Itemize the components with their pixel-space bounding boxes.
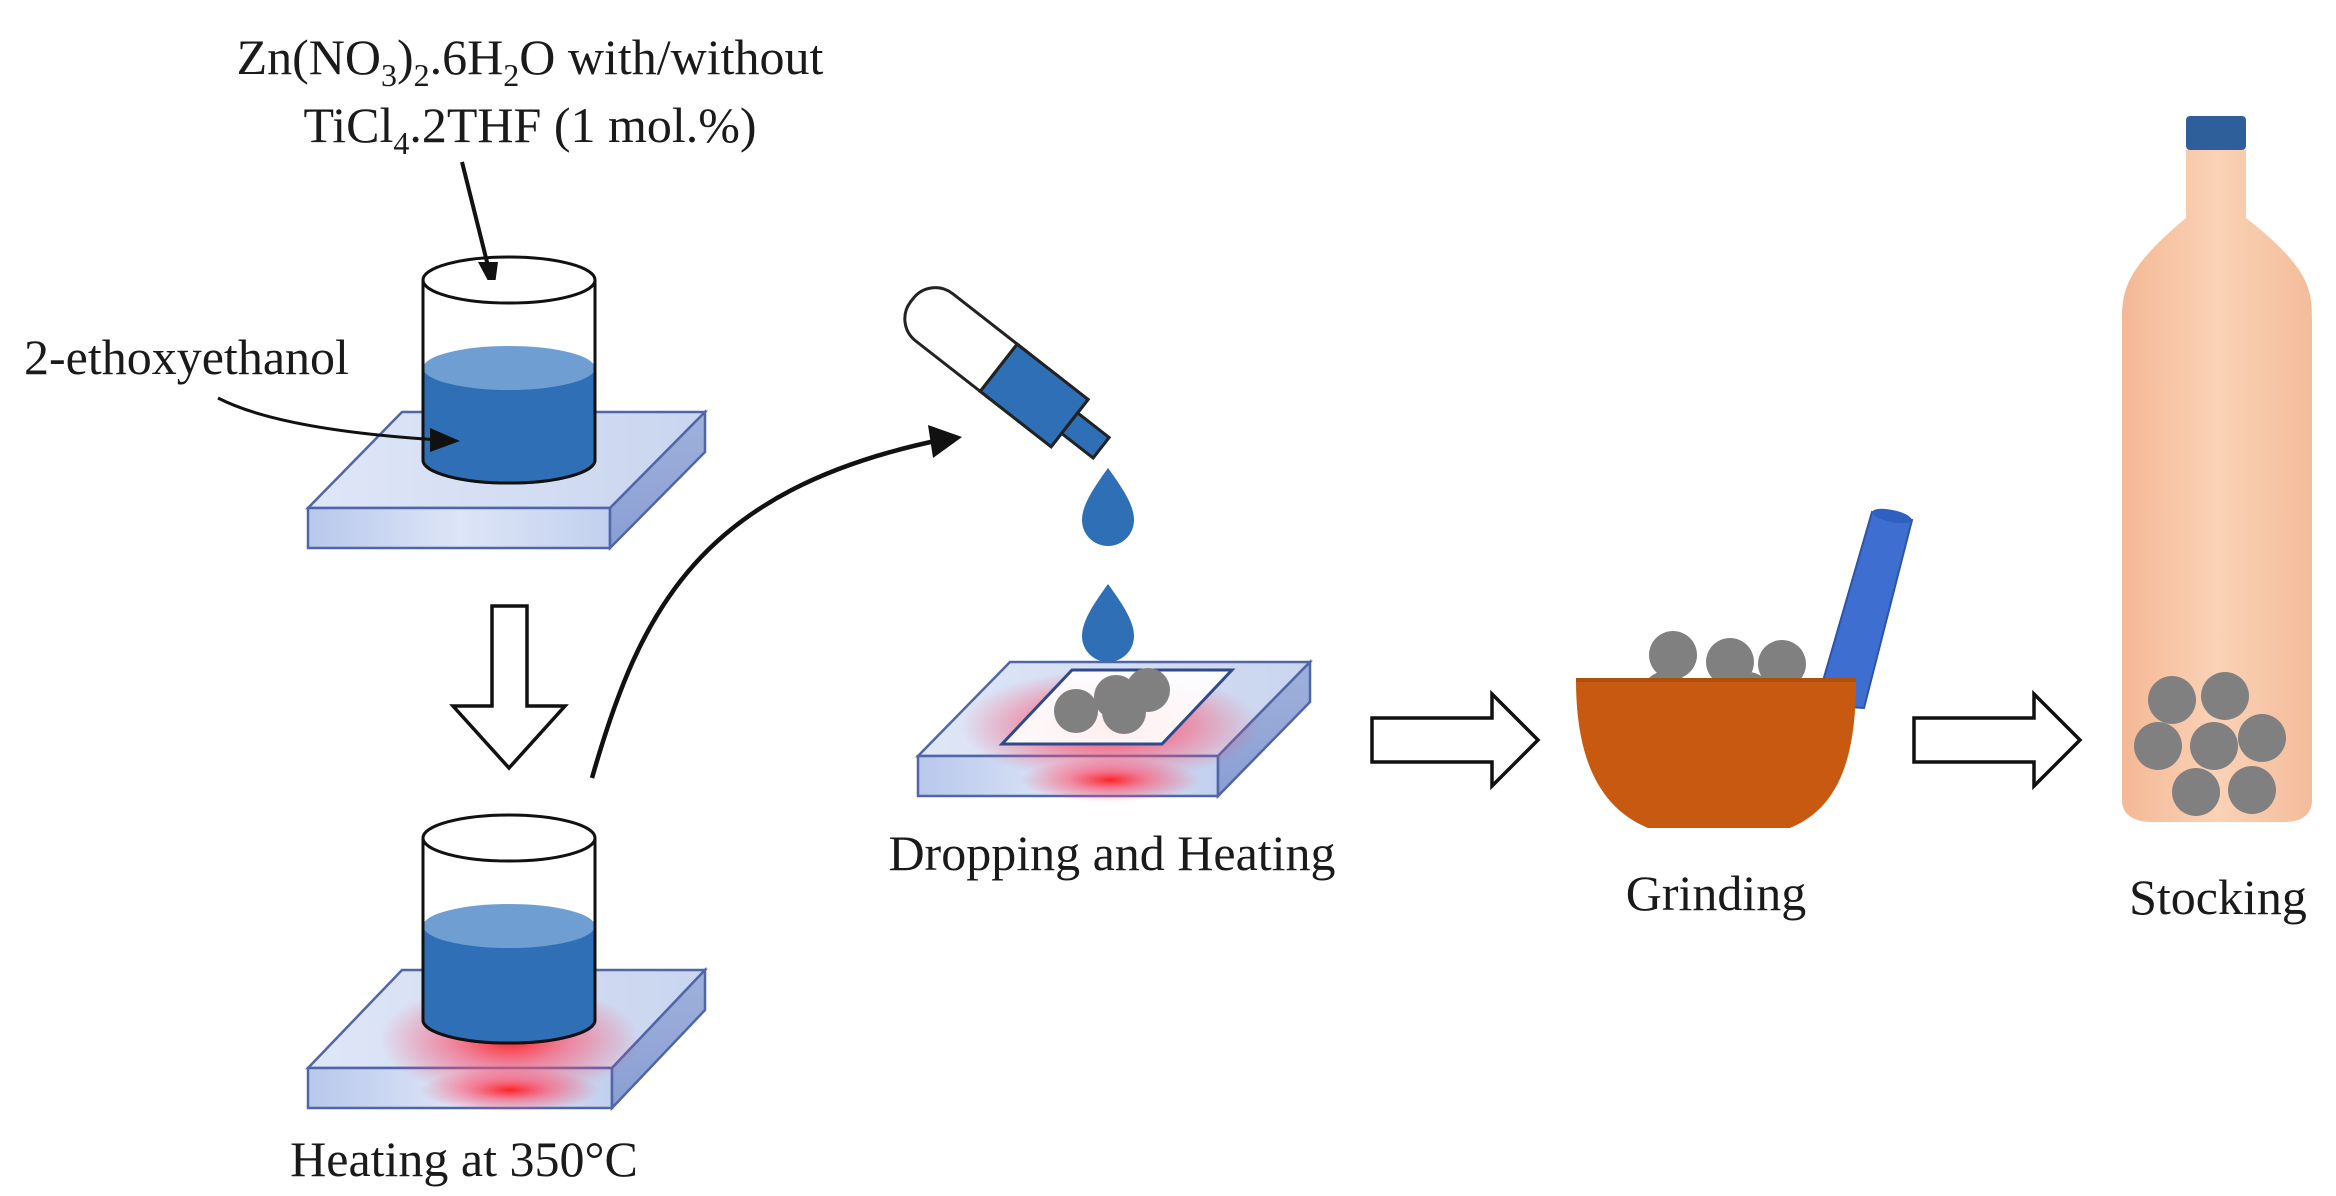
stocking-label: Stocking	[2129, 869, 2307, 925]
beaker-2	[421, 813, 597, 1045]
bottle-cap	[2186, 116, 2246, 150]
precursor-label-line1: Zn(NO3)2.6H2O with/without	[237, 29, 824, 93]
drop-2	[1082, 584, 1134, 662]
drop-1	[1082, 468, 1134, 546]
solvent-label: 2-ethoxyethanol	[24, 329, 349, 385]
heating-label: Heating at 350°C	[290, 1131, 638, 1187]
dropping-label: Dropping and Heating	[888, 825, 1335, 881]
bottle	[2122, 116, 2312, 822]
transfer-arrow	[589, 425, 962, 779]
right-arrow-2	[1912, 689, 2083, 791]
precursor-arrow	[460, 161, 498, 292]
right-arrow-1	[1370, 689, 1541, 791]
down-arrow	[449, 604, 569, 771]
precursor-label-line2: TiCl4.2THF (1 mol.%)	[303, 97, 756, 161]
grinding-label: Grinding	[1626, 865, 1807, 921]
beaker-1	[421, 255, 597, 485]
solvent-arrow	[217, 396, 460, 452]
substrate	[998, 668, 1236, 746]
mortar	[1576, 508, 1914, 828]
dropper	[903, 286, 1112, 461]
